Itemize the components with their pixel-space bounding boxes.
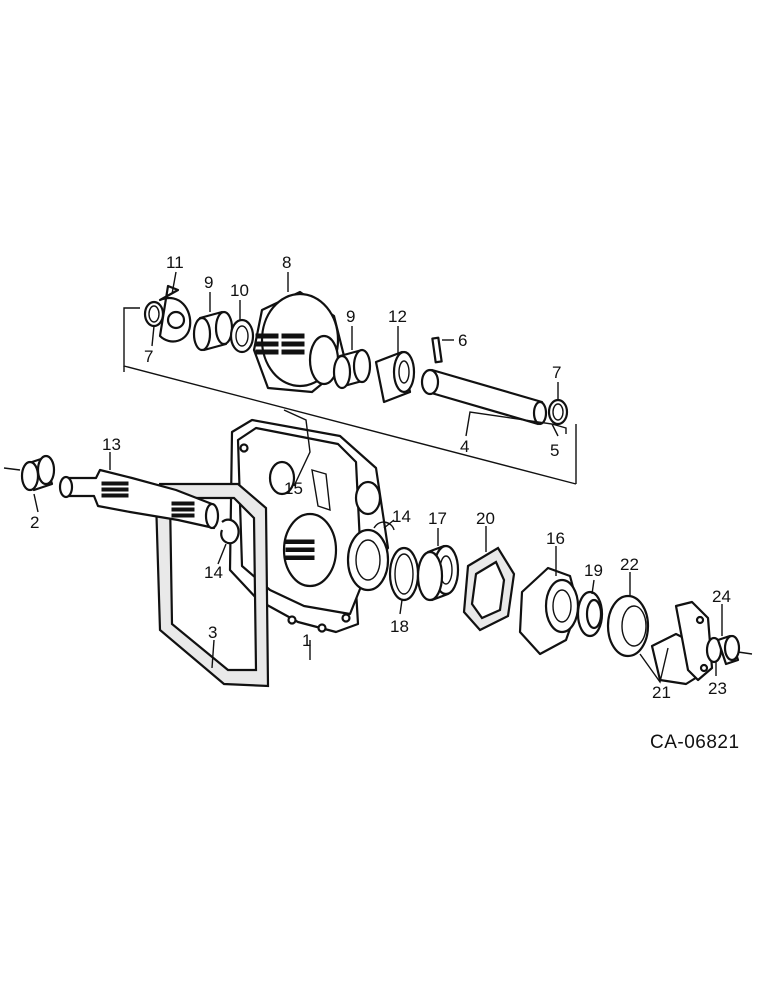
needle-bearing-9-left <box>192 310 234 352</box>
callout-7-left: 7 <box>144 347 153 366</box>
callout-21: 21 <box>652 683 671 702</box>
callout-18: 18 <box>390 617 409 636</box>
callout-2: 2 <box>30 513 39 532</box>
callout-8: 8 <box>282 253 291 272</box>
callout-3: 3 <box>208 623 217 642</box>
callout-24: 24 <box>712 587 731 606</box>
callout-1: 1 <box>302 631 311 650</box>
ball-bearing-17 <box>416 544 460 602</box>
snap-ring-7-left <box>143 300 165 328</box>
leader-lines <box>33 271 723 684</box>
splined-shaft-13 <box>58 468 220 530</box>
callout-23: 23 <box>708 679 727 698</box>
nut-24 <box>716 634 753 666</box>
gasket-20 <box>462 546 516 632</box>
callout-19: 19 <box>584 561 603 580</box>
figure-code: CA-06821 <box>650 732 740 753</box>
callout-15: 15 <box>284 479 303 498</box>
retainer-16 <box>518 566 580 656</box>
pin-6 <box>431 336 443 364</box>
callout-17: 17 <box>428 509 447 528</box>
callout-16: 16 <box>546 529 565 548</box>
snap-ring-7-right <box>547 398 569 426</box>
snap-ring-14-left <box>220 518 240 545</box>
thrust-washer-10 <box>229 318 255 354</box>
shaft-4 <box>420 368 548 426</box>
ring-18 <box>388 546 420 602</box>
upper-group-bracket <box>123 307 577 485</box>
callout-10: 10 <box>230 281 249 300</box>
callout-14-left: 14 <box>204 563 223 582</box>
output-yoke-21 <box>650 600 714 686</box>
callout-14-right: 14 <box>392 507 411 526</box>
callout-6: 6 <box>458 331 467 350</box>
callout-13: 13 <box>102 435 121 454</box>
needle-bearing-9-right <box>332 348 372 390</box>
seal-19 <box>576 590 604 638</box>
callout-9-left: 9 <box>204 273 213 292</box>
gasket-3 <box>154 482 270 688</box>
spacer-12 <box>374 350 416 404</box>
callout-labels: 1 2 3 4 5 6 7 7 8 9 9 10 11 12 13 14 14 … <box>30 253 731 702</box>
snap-ring-14-right <box>373 521 395 531</box>
shield-22 <box>606 594 650 658</box>
bushing-2 <box>3 454 56 492</box>
callout-12: 12 <box>388 307 407 326</box>
callout-7-right: 7 <box>552 363 561 382</box>
callout-22: 22 <box>620 555 639 574</box>
lock-plate-11 <box>158 284 192 343</box>
callout-9-right: 9 <box>346 307 355 326</box>
callout-11: 11 <box>166 253 184 272</box>
gear-8 <box>252 290 348 394</box>
callout-4: 4 <box>460 437 469 456</box>
housing-1 <box>228 418 390 634</box>
callout-5: 5 <box>550 441 559 460</box>
callout-20: 20 <box>476 509 495 528</box>
key-5 <box>551 423 567 434</box>
